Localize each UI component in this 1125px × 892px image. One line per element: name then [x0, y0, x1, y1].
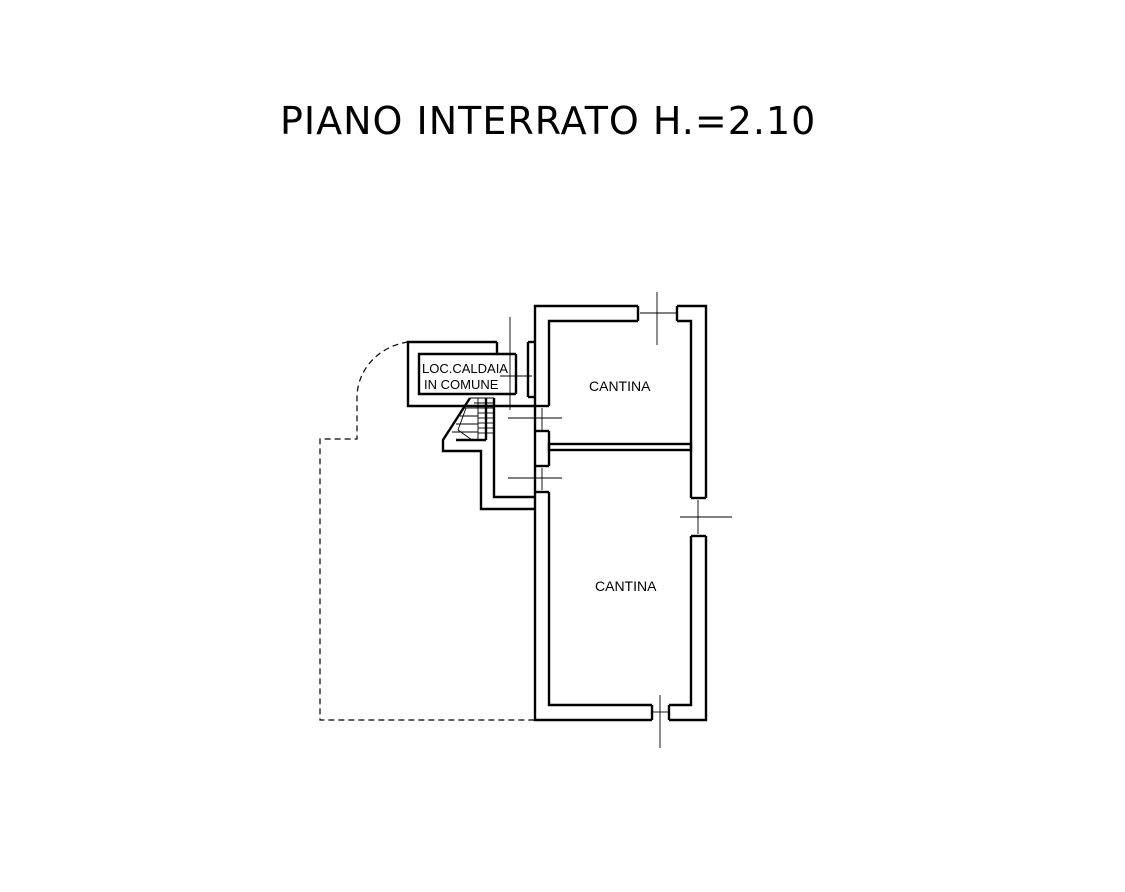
room-label-cantina-top: CANTINA: [589, 378, 651, 394]
stair-corridor-walls: [441, 397, 535, 511]
external-area-outline: [319, 341, 535, 721]
room-label-cantina-bottom: CANTINA: [595, 578, 657, 594]
opening-marks: [500, 292, 732, 748]
plan-title: PIANO INTERRATO H.=2.10: [280, 99, 816, 143]
main-building-walls: [533, 304, 708, 722]
room-label-caldaia-line2: IN COMUNE: [424, 377, 499, 392]
stair-treads: [452, 397, 494, 441]
boiler-room-walls: [406, 340, 535, 408]
room-label-caldaia-line1: LOC.CALDAIA: [422, 361, 508, 376]
